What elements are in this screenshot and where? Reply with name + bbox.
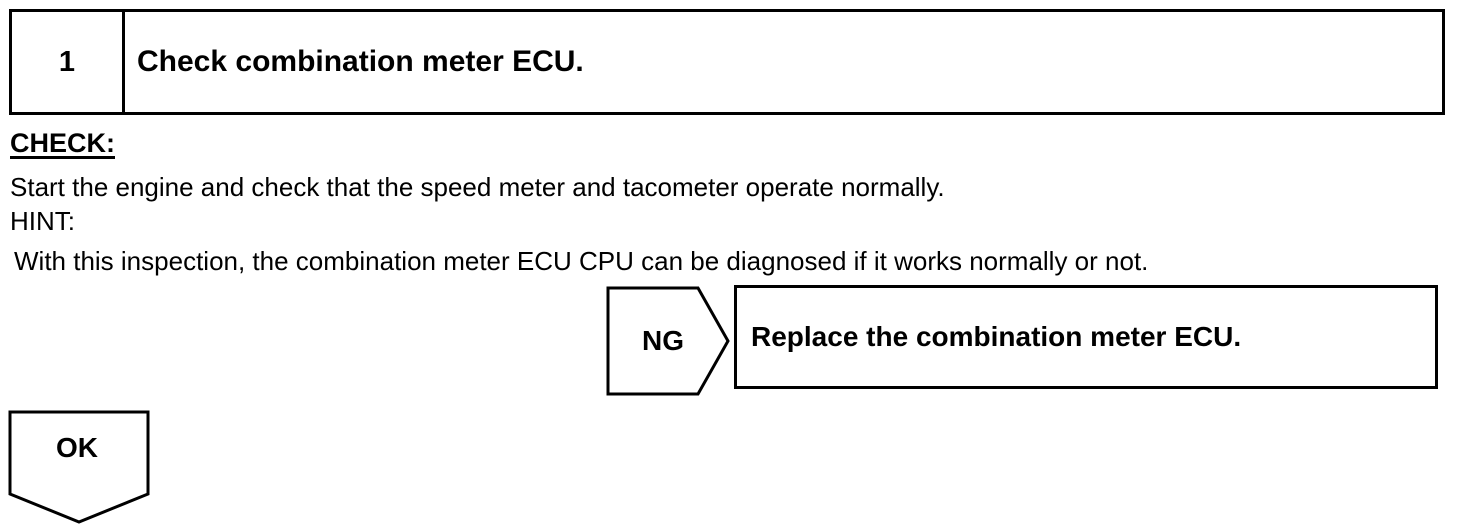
step-header: 1 Check combination meter ECU.	[9, 9, 1445, 115]
check-heading: CHECK:	[10, 128, 115, 158]
hint-text: With this inspection, the combination me…	[14, 246, 1149, 276]
ok-label: OK	[56, 432, 98, 463]
ng-action-box: Replace the combination meter ECU.	[734, 285, 1438, 389]
check-instruction: Start the engine and check that the spee…	[10, 172, 945, 202]
ng-arrow-icon	[606, 286, 730, 396]
hint-label: HINT:	[10, 206, 75, 236]
step-title: Check combination meter ECU.	[137, 45, 584, 78]
step-number: 1	[12, 12, 125, 112]
ok-arrow-icon	[8, 410, 150, 524]
ng-label: NG	[642, 325, 684, 356]
